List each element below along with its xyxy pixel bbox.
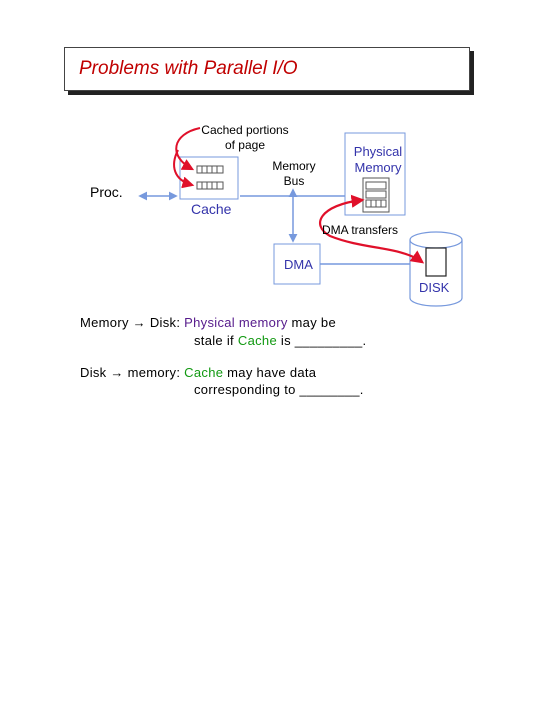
physical-memory-label: Physical Memory xyxy=(353,144,403,175)
slide-title: Problems with Parallel I/O xyxy=(79,58,298,79)
dma-label: DMA xyxy=(284,257,313,272)
note-line-1-prefix: Memory → Disk: xyxy=(80,315,185,330)
cached-portions-arrow-2 xyxy=(173,149,195,189)
cached-portions-arrow-1 xyxy=(175,127,201,171)
cached-portions-label: Cached portions of page xyxy=(201,123,289,152)
note-line-3: Disk → memory: Cache may have data xyxy=(80,365,316,380)
note-line-1-highlight: Physical memory xyxy=(184,315,288,330)
cache-label: Cache xyxy=(191,201,232,217)
note-line-3-prefix: Disk → memory: xyxy=(80,365,185,380)
note-line-1: Memory → Disk: Physical memory may be xyxy=(80,315,336,330)
memory-page xyxy=(362,177,390,213)
note-line-2-before: stale if xyxy=(194,333,238,348)
cached-page-1 xyxy=(196,165,224,174)
note-line-3-after: may have data xyxy=(223,365,317,380)
note-line-2: stale if Cache is _________. xyxy=(194,333,366,348)
note-line-4: corresponding to ________. xyxy=(194,382,364,397)
dma-transfer-arrow xyxy=(319,194,425,264)
note-line-3-highlight: Cache xyxy=(184,365,224,380)
title-box: Problems with Parallel I/O xyxy=(64,47,470,91)
dma-box xyxy=(273,243,321,285)
note-line-2-after: is _________. xyxy=(276,333,367,348)
proc-label: Proc. xyxy=(90,184,123,200)
note-line-2-highlight: Cache xyxy=(237,333,277,348)
note-line-1-after: may be xyxy=(287,315,336,330)
dma-transfers-label: DMA transfers xyxy=(322,223,399,237)
disk-label: DISK xyxy=(419,280,450,295)
cache-box xyxy=(179,156,239,200)
memory-bus-label: Memory Bus xyxy=(272,159,316,188)
cached-page-2 xyxy=(196,181,224,190)
